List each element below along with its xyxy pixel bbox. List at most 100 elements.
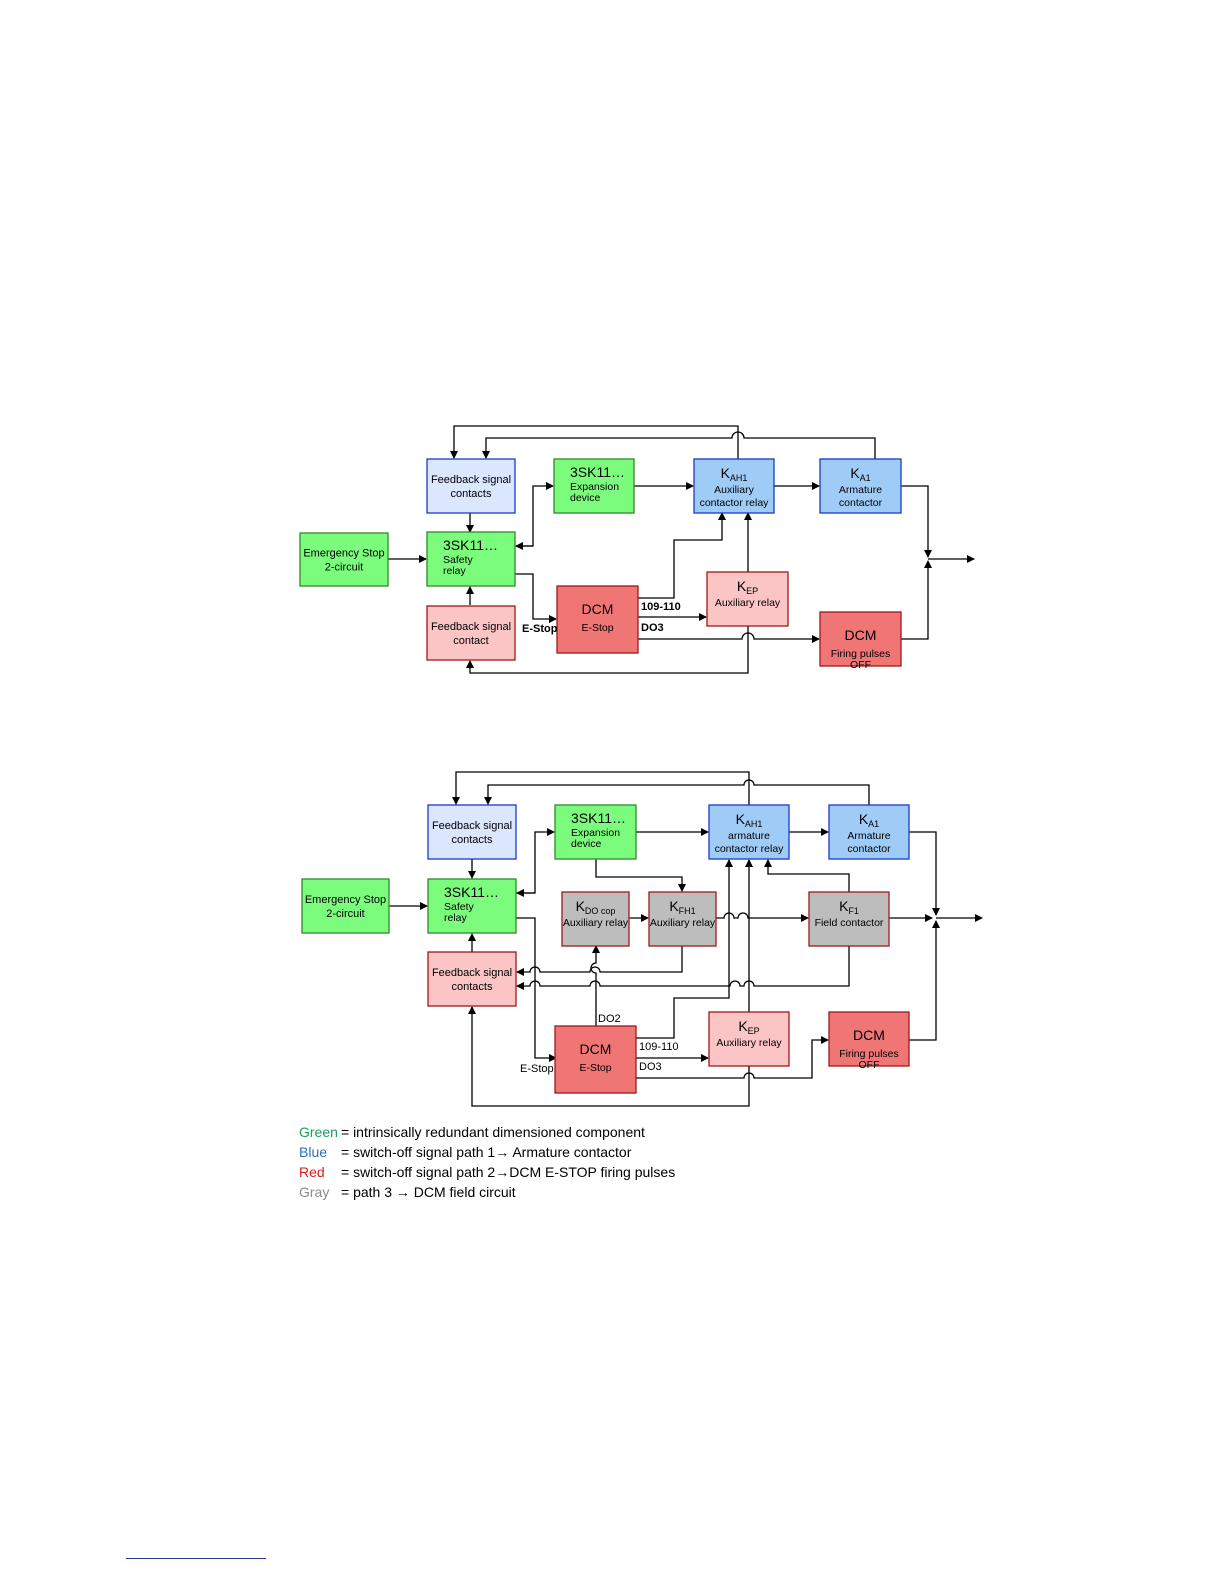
block-label-line: Safety: [443, 554, 474, 566]
block-symbol: KEP: [737, 578, 758, 596]
legend-name: Green: [299, 1124, 338, 1140]
block-label-line: contacts: [452, 834, 493, 846]
terminal-label: 109-110: [641, 601, 681, 613]
block-symbol: KEP: [738, 1018, 759, 1036]
block-label-line: device: [570, 492, 601, 504]
block-box: [828, 1011, 910, 1067]
block-symbol: KAH1: [736, 811, 763, 829]
block-title: DCM: [582, 601, 614, 617]
connection-wires: [389, 771, 983, 1107]
block-symbol: KAH1: [721, 465, 748, 483]
block-title: 3SK11…: [570, 464, 625, 480]
block-label-line: Feedback signal: [432, 820, 512, 832]
block-box: [554, 804, 637, 860]
do3-label: DO3: [641, 622, 664, 634]
block-label-line: Auxiliary relay: [650, 917, 716, 929]
block-label-line: E-Stop: [579, 1062, 611, 1074]
do2-label: DO2: [598, 1013, 621, 1025]
block-box: [427, 804, 517, 860]
block-label-line: OFF: [850, 659, 871, 671]
block-label-line: Safety: [444, 901, 475, 913]
block-label-line: Feedback signal: [432, 967, 512, 979]
block-symbol: KFH1: [669, 898, 695, 916]
block-box: [299, 532, 389, 587]
block-label-line: relay: [444, 912, 468, 924]
legend-name: Blue: [299, 1144, 328, 1160]
block-box: [828, 804, 910, 860]
block-title: 3SK11…: [571, 810, 626, 826]
block-box: [426, 531, 516, 587]
block-label-line: Armature: [847, 830, 890, 842]
block-box: [426, 458, 516, 514]
block-feedback-top: Feedback signal contacts: [426, 458, 516, 514]
block-box: [301, 878, 390, 934]
block-label-line: Feedback signal: [431, 474, 511, 486]
legend-name: Red: [299, 1164, 325, 1180]
block-title: 3SK11…: [444, 884, 499, 900]
block-box: [427, 878, 517, 934]
block-title: DCM: [853, 1027, 885, 1043]
block-symbol: KA1: [850, 465, 870, 483]
estop-label: E-Stop: [522, 623, 558, 635]
block-symbol: KF1: [839, 898, 859, 916]
block-label-line: device: [571, 838, 602, 850]
block-label-line: Auxiliary relay: [715, 597, 781, 609]
block-symbol: KDO cop: [576, 898, 616, 916]
legend-description: = switch-off signal path 2→DCM E-STOP fi…: [341, 1164, 676, 1180]
block-label-line: Expansion: [570, 481, 619, 493]
block-box: [554, 1025, 637, 1094]
block-label-line: Field contactor: [815, 917, 884, 929]
block-label-line: Auxiliary: [714, 484, 754, 496]
block-label-line: Emergency Stop: [303, 548, 384, 560]
block-label-line: contactor: [847, 843, 891, 855]
connection-wires: [388, 425, 975, 674]
block-label-line: contactor relay: [700, 497, 770, 509]
block-label-line: contactor: [839, 497, 883, 509]
block-box: [693, 458, 775, 514]
wire-labels: E-Stop 109-110 DO3: [522, 601, 681, 635]
wire-labels: E-Stop 109-110 DO3 DO2: [520, 1013, 679, 1075]
block-box: [648, 891, 717, 947]
estop-label: E-Stop: [520, 1063, 554, 1075]
block-label-line: contacts: [452, 981, 493, 993]
block-box: [426, 605, 516, 661]
do3-label: DO3: [639, 1061, 662, 1073]
block-label-line: contacts: [451, 488, 492, 500]
footnote-separator: [126, 1558, 266, 1559]
block-box: [819, 611, 902, 667]
legend-name: Gray: [299, 1184, 330, 1200]
block-box: [819, 458, 902, 514]
block-label-line: OFF: [859, 1059, 880, 1071]
block-box: [561, 891, 630, 947]
terminal-label: 109-110: [639, 1041, 679, 1053]
block-box: [708, 804, 790, 860]
block-label-line: relay: [443, 565, 467, 577]
block-label-line: Auxiliary relay: [716, 1037, 782, 1049]
legend-description: = path 3 → DCM field circuit: [341, 1184, 516, 1200]
block-box: [706, 571, 789, 627]
block-label-line: Emergency Stop: [305, 894, 386, 906]
block-label-line: Feedback signal: [431, 621, 511, 633]
